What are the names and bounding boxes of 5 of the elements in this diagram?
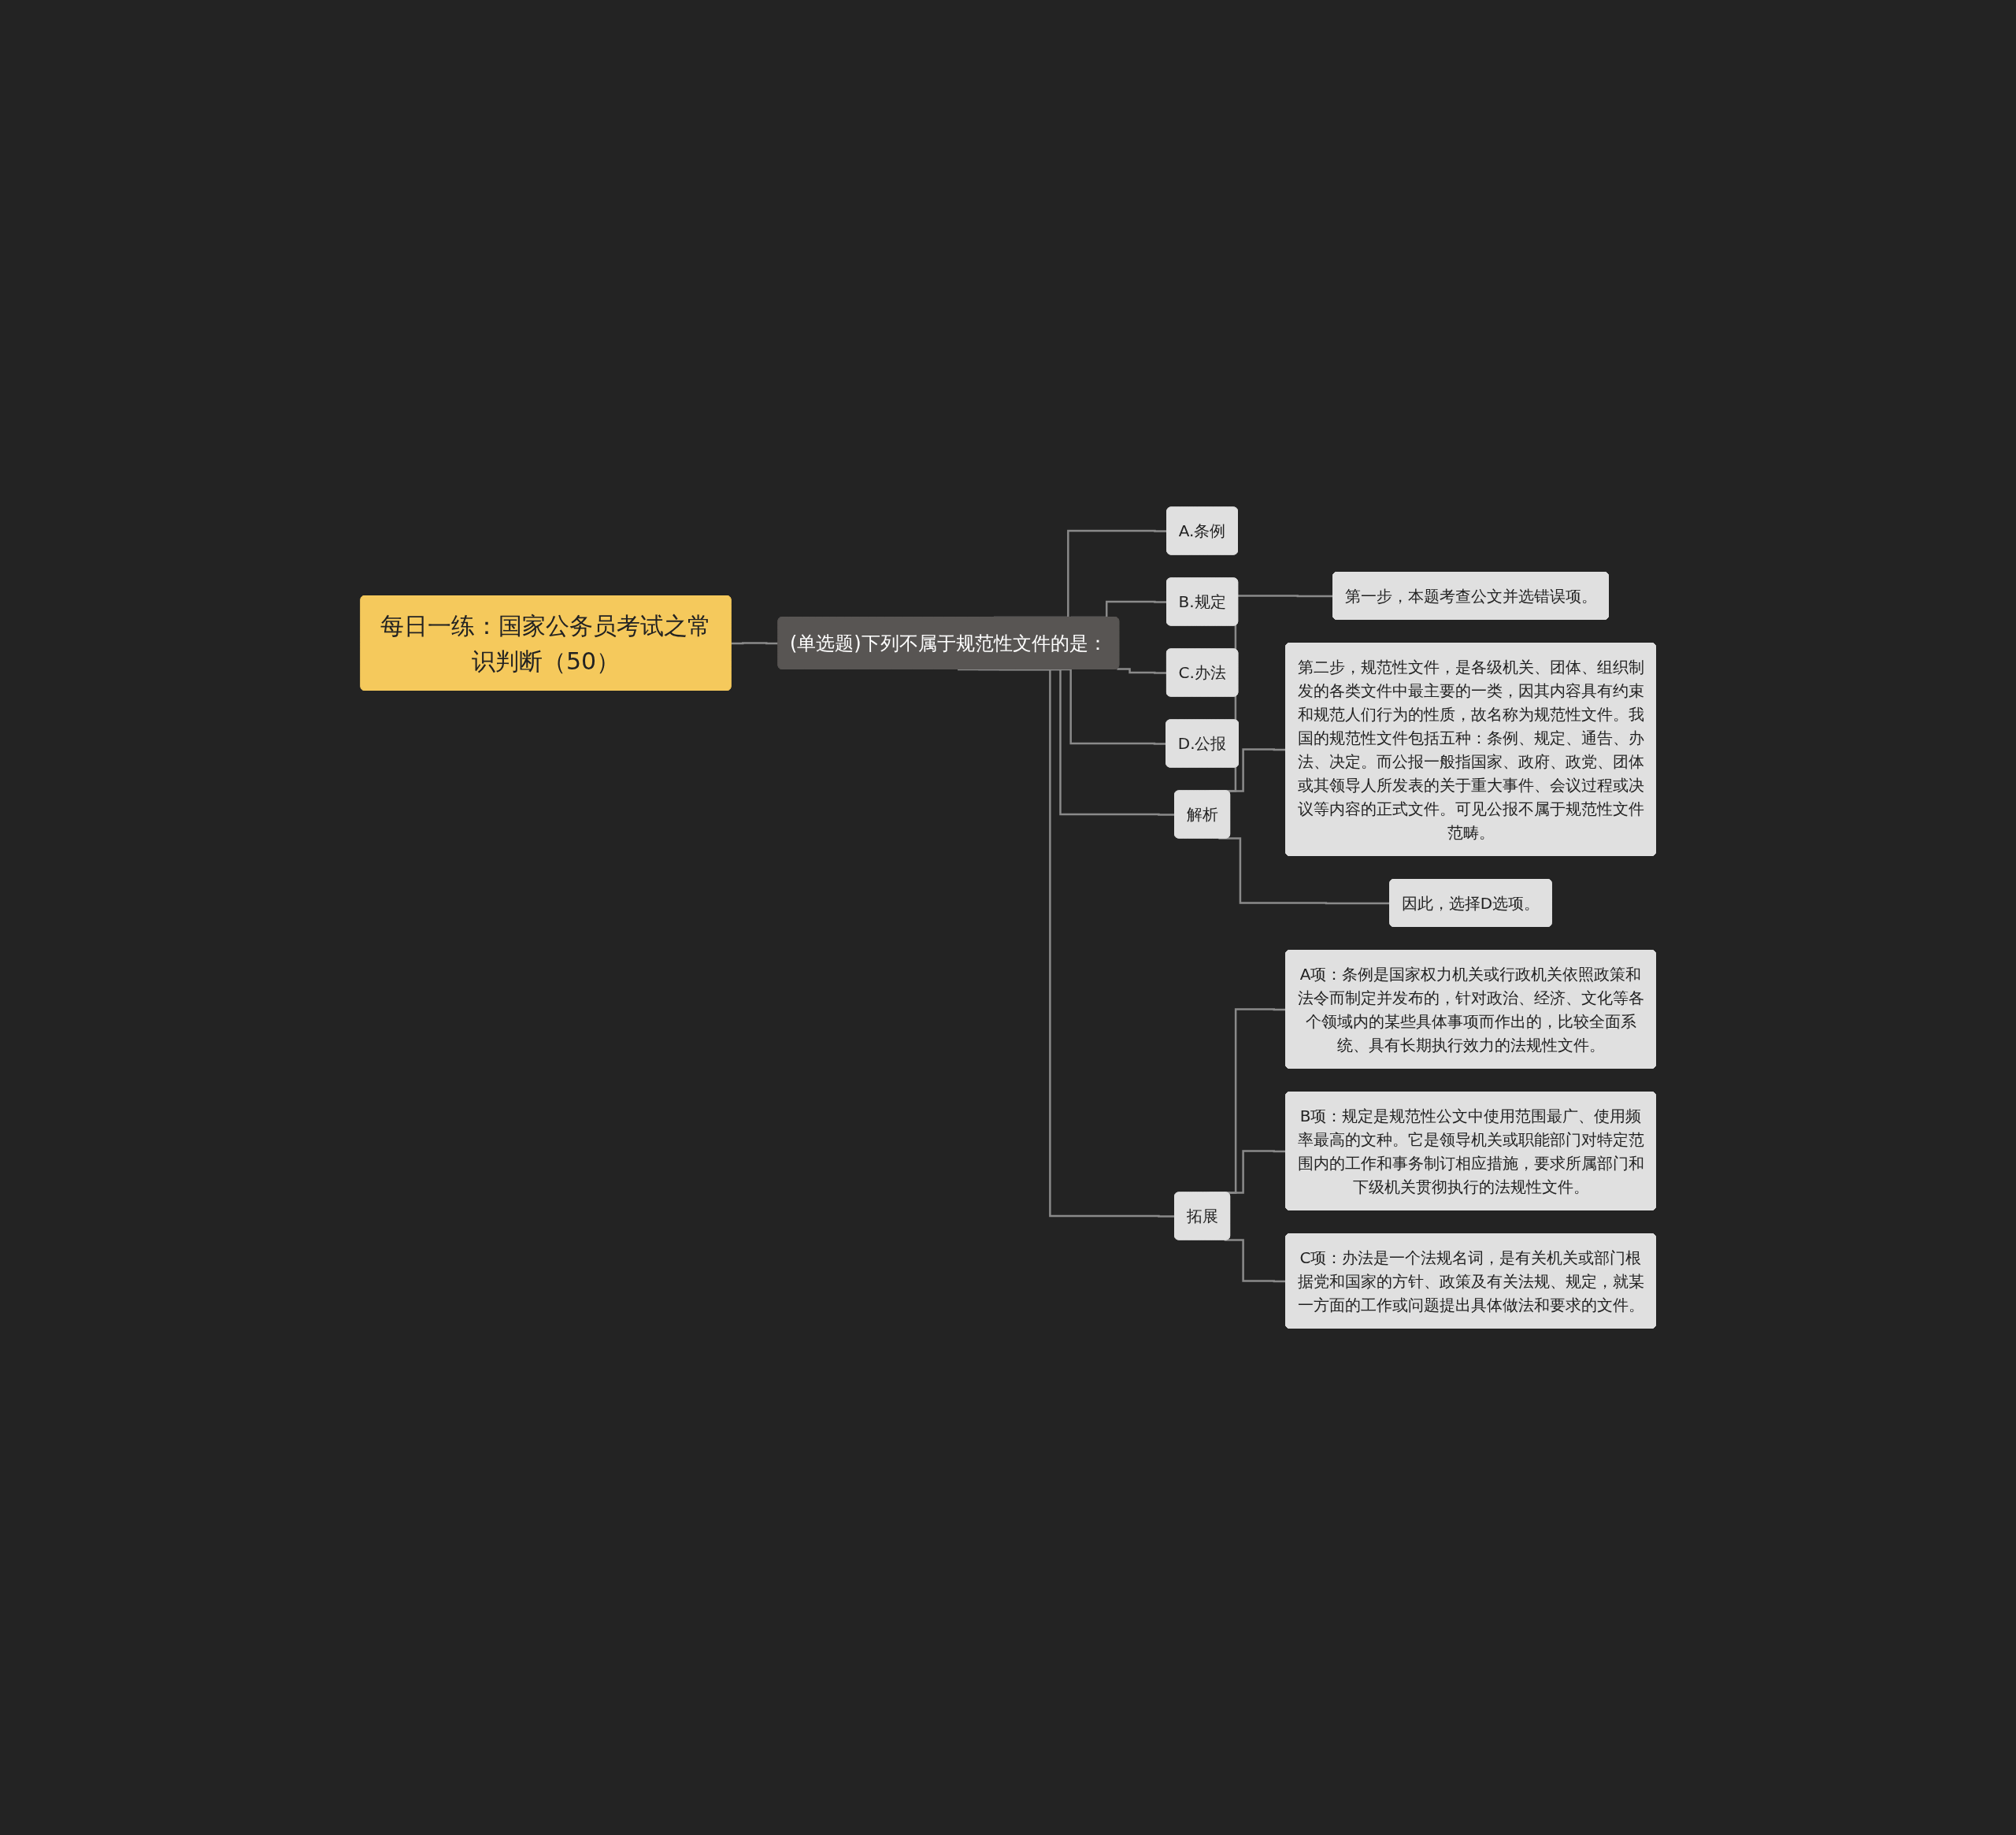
connector: [1224, 1239, 1286, 1282]
connector: [1218, 837, 1391, 904]
connector: [957, 668, 1175, 1218]
connector: [731, 642, 779, 644]
connector: [1117, 668, 1167, 674]
